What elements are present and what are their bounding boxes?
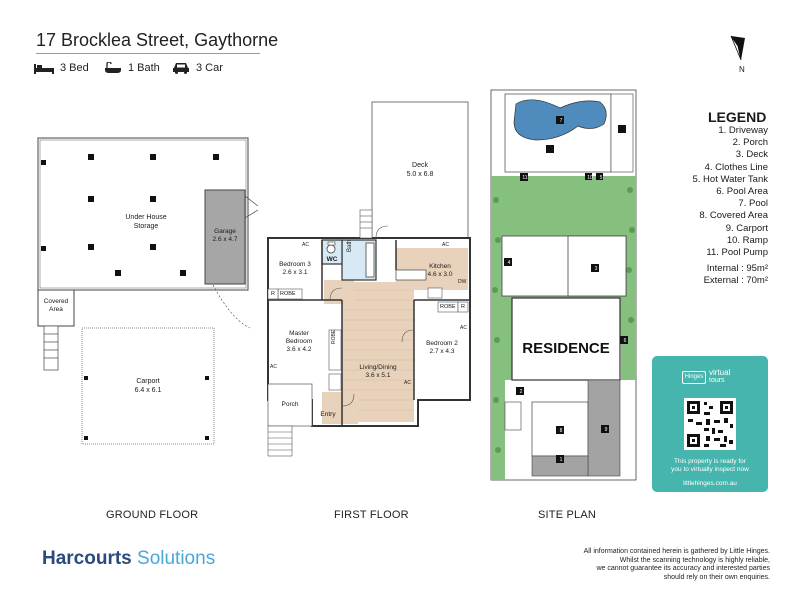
ac-label-living: AC [404, 380, 411, 386]
site-marker-label: 4 [507, 259, 511, 266]
feature-cars: 3 Car [172, 62, 223, 74]
legend-item: 11. Pool Pump [706, 247, 768, 259]
internal-area: Internal : 95m² [706, 263, 768, 274]
first-floor-plan [267, 101, 471, 457]
property-address: 17 Brocklea Street, Gaythorne [36, 30, 279, 50]
garage-label: Garage 2.6 x 4.7 [212, 228, 238, 243]
bed-icon [34, 64, 54, 74]
brand-name: Harcourts [42, 548, 132, 569]
car-icon [173, 63, 189, 74]
agency-logo: Harcourts Solutions [42, 548, 215, 570]
site-marker-label: 10 [587, 174, 593, 181]
kitchen-label: Kitchen 4.6 x 3.0 [427, 263, 453, 278]
storage-label: Under House Storage [125, 214, 167, 230]
site-marker-label: 11 [522, 174, 528, 181]
deck-label: Deck 5.0 x 6.8 [406, 162, 434, 178]
north-arrow-icon [730, 35, 745, 61]
entry-label: Entry [320, 411, 336, 418]
site-marker-label: 1 [559, 456, 563, 463]
site-marker-label: 6 [623, 337, 627, 344]
ac-label-bed3: AC [302, 242, 309, 248]
r-label-bed3: R [271, 291, 275, 297]
ac-label-kitchen: AC [442, 242, 449, 248]
dw-label: DW [458, 279, 467, 285]
legend-item: 4. Clothes Line [704, 161, 768, 173]
site-plan [490, 89, 637, 481]
bedroom3-label: Bedroom 3 2.6 x 3.1 [279, 261, 311, 276]
bath-icon [105, 62, 121, 73]
feature-beds: 3 Bed [34, 62, 89, 74]
ground-floor-label: GROUND FLOOR [106, 509, 199, 521]
disclaimer: All information contained herein is gath… [583, 548, 770, 581]
site-marker-label: 9 [604, 426, 608, 433]
north-label: N [739, 65, 745, 74]
master-bedroom-label: Master Bedroom 3.6 x 4.2 [285, 330, 313, 353]
legend-item: 3. Deck [735, 149, 768, 161]
brand-suffix: Solutions [137, 548, 216, 569]
robe-label-master: ROBE [331, 329, 337, 344]
robe-label-bed3: ROBE [280, 291, 296, 297]
feature-label: 3 Car [196, 62, 223, 74]
card-url[interactable]: littlehinges.com.au [683, 480, 737, 487]
feature-label: 3 Bed [60, 62, 89, 74]
site-marker-label: 7 [559, 117, 563, 124]
covered-area-label: Covered Area [43, 298, 69, 313]
legend-item: 8. Covered Area [699, 210, 768, 222]
column-posts [41, 154, 219, 276]
carport-label: Carport 6.4 x 6.1 [134, 378, 162, 394]
legend-item: 1. Driveway [718, 125, 768, 136]
site-plan-label: SITE PLAN [538, 509, 597, 521]
legend-item: 6. Pool Area [716, 186, 768, 198]
card-text-line1: This property is ready for [674, 458, 746, 465]
external-area: External : 70m² [703, 275, 768, 286]
site-marker-label: 2 [519, 388, 523, 395]
hinges-logo: Hinges [682, 371, 706, 384]
site-marker-label: 5 [599, 174, 603, 181]
virtual-label: virtual [709, 368, 731, 377]
porch-label: Porch [281, 401, 299, 408]
wc-label: WC [326, 256, 338, 263]
legend-item: 2. Porch [732, 137, 768, 149]
ac-label-bed2: AC [460, 325, 467, 331]
residence-label: RESIDENCE [522, 340, 610, 357]
card-text-line2: you to virtually inspect now [671, 466, 749, 473]
living-dining-label: Living/Dining 3.6 x 5.1 [359, 364, 397, 379]
tours-label: tours [709, 377, 725, 384]
feature-label: 1 Bath [128, 62, 160, 74]
site-marker-label: 3 [594, 265, 598, 272]
legend-item: 10. Ramp [726, 234, 768, 246]
legend-list: 1. Driveway 2. Porch 3. Deck 4. Clothes … [692, 125, 768, 259]
virtual-tour-card[interactable]: Hinges virtual tours This property is re… [652, 356, 768, 492]
qr-code-icon[interactable] [684, 398, 736, 450]
bedroom2-label: Bedroom 2 2.7 x 4.3 [426, 340, 458, 355]
legend-title: LEGEND [708, 109, 767, 125]
header-divider [36, 53, 260, 54]
area-summary: Internal : 95m² External : 70m² [704, 263, 768, 287]
site-marker-label: 8 [559, 427, 563, 434]
legend-item: 5. Hot Water Tank [692, 173, 768, 185]
feature-baths: 1 Bath [104, 62, 160, 74]
r-label-bed2: R [461, 304, 465, 310]
ground-floor-plan [37, 137, 259, 445]
legend-item: 7. Pool [738, 198, 768, 210]
first-floor-label: FIRST FLOOR [334, 509, 409, 521]
bath-label: Bath [347, 239, 353, 252]
ac-label-master: AC [270, 364, 277, 370]
legend-item: 9. Carport [725, 222, 768, 234]
robe-label-bed2: ROBE [440, 304, 456, 310]
